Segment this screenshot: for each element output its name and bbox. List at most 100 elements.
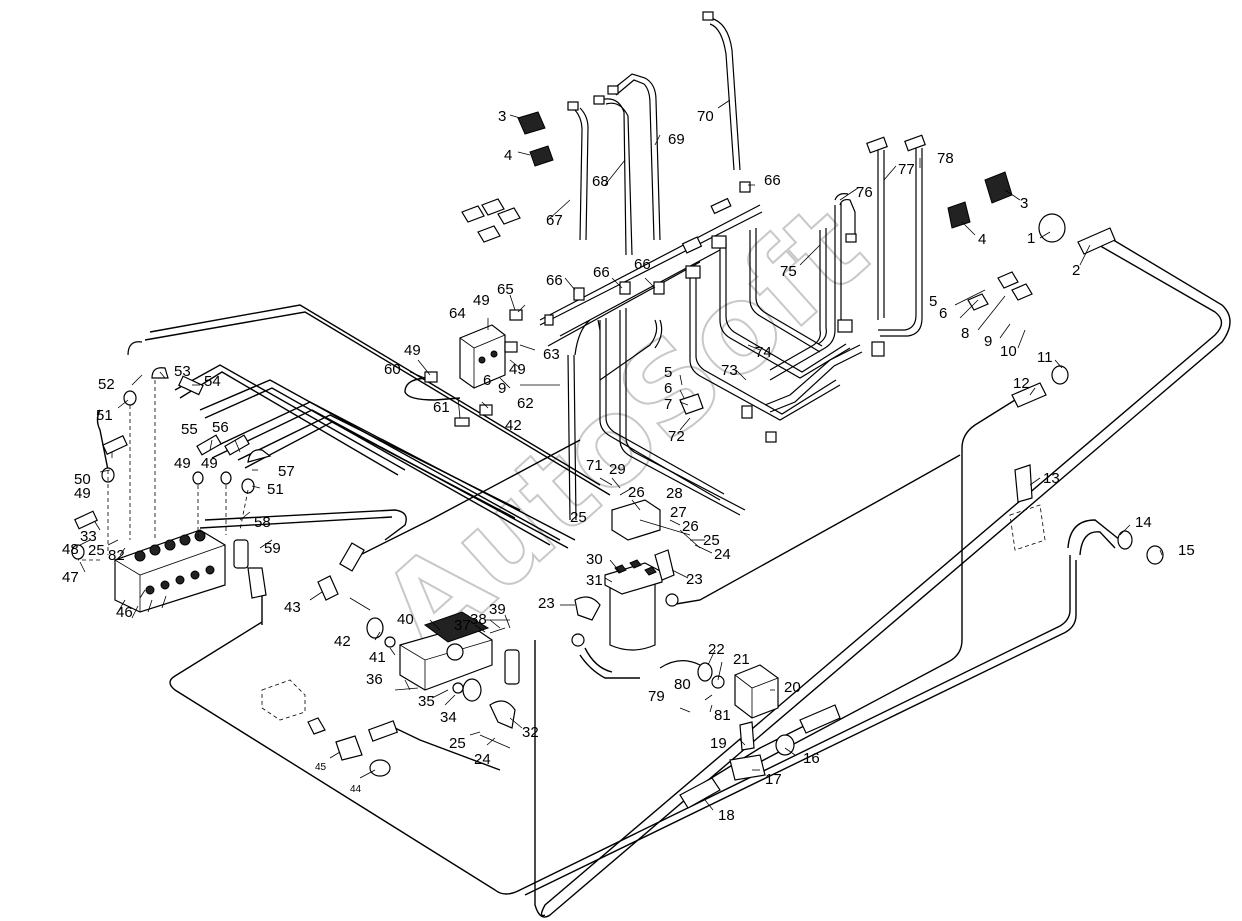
- tee-66-f: [653, 281, 665, 295]
- fitting-67-top: [567, 101, 579, 111]
- callout-1: 1: [1027, 230, 1035, 247]
- clamp-73: [741, 405, 753, 419]
- pump-40: [399, 611, 493, 691]
- fitting-63: [504, 341, 518, 353]
- callout-25-lower: 25: [449, 735, 466, 752]
- callout-72: 72: [668, 428, 685, 445]
- callout-15: 15: [1178, 542, 1195, 559]
- callout-19: 19: [710, 735, 727, 752]
- fitting-42b: [479, 404, 493, 416]
- clamp-72: [679, 393, 704, 415]
- hose-end-50: [102, 435, 128, 455]
- elbow-32: [489, 700, 516, 729]
- elbow-74-a: [837, 319, 853, 333]
- callout-13: 13: [1043, 470, 1060, 487]
- callout-22: 22: [708, 641, 725, 658]
- callout-79: 79: [648, 688, 665, 705]
- fitting-70-top: [702, 11, 714, 21]
- callout-68: 68: [592, 173, 609, 190]
- fitting-45: [335, 735, 363, 761]
- callout-58: 58: [254, 514, 271, 531]
- callout-37: 37: [454, 617, 471, 634]
- callout-21: 21: [733, 651, 750, 668]
- elbow-23-right: [654, 549, 675, 581]
- fitting-small-45: [307, 717, 326, 735]
- fitting-75-end: [765, 431, 777, 443]
- callout-2: 2: [1072, 262, 1080, 279]
- fitting-16: [775, 734, 795, 756]
- callout-62: 62: [517, 395, 534, 412]
- callout-82: 82: [108, 547, 125, 564]
- elbow-52: [127, 341, 143, 356]
- hose-end-55: [196, 434, 222, 456]
- callout-56: 56: [212, 419, 229, 436]
- callout-73: 73: [721, 362, 738, 379]
- callout-61: 61: [433, 399, 450, 416]
- tee-66-top: [739, 181, 751, 193]
- callout-80: 80: [674, 676, 691, 693]
- callout-23-right: 23: [686, 571, 703, 588]
- fitting-47: [71, 544, 85, 560]
- callout-17: 17: [765, 771, 782, 788]
- bracket-27: [611, 499, 661, 541]
- callout-26-top: 26: [628, 484, 645, 501]
- callout-49-left: 49: [74, 485, 91, 502]
- callout-49-left-manifold: 49: [404, 342, 421, 359]
- callout-25-left: 25: [88, 542, 105, 559]
- dashed-leaders-left: [78, 380, 249, 561]
- callout-23-left: 23: [538, 595, 555, 612]
- elbow-57: [247, 449, 272, 463]
- callout-49-right-manifold: 49: [509, 361, 526, 378]
- callout-55: 55: [181, 421, 198, 438]
- fitting-66-pipe: [710, 197, 732, 215]
- hose-end-13: [1014, 464, 1033, 503]
- callout-36: 36: [366, 671, 383, 688]
- callout-8: 8: [961, 325, 969, 342]
- callout-60: 60: [384, 361, 401, 378]
- callout-42-manifold: 42: [505, 417, 522, 434]
- callout-74: 74: [755, 344, 772, 361]
- hose-end-59: [247, 567, 267, 599]
- fitting-23-right: [665, 593, 679, 607]
- callout-7: 7: [664, 396, 672, 413]
- hose-end-54: [178, 375, 204, 396]
- tee-17: [729, 754, 766, 781]
- callout-11: 11: [1037, 349, 1053, 366]
- callout-53: 53: [174, 363, 191, 380]
- callout-67: 67: [546, 212, 563, 229]
- callout-70: 70: [697, 108, 714, 125]
- fitting-49b: [192, 471, 204, 485]
- fitting-63-end: [544, 314, 554, 326]
- hose-14: [1067, 519, 1121, 549]
- clamp-4-right: [947, 201, 971, 229]
- callout-66-a: 66: [546, 272, 563, 289]
- callout-32: 32: [522, 724, 539, 741]
- fitting-43: [317, 575, 339, 601]
- callout-59: 59: [264, 540, 281, 557]
- callout-38: 38: [470, 611, 487, 628]
- callout-71: 71: [586, 457, 603, 474]
- callout-28: 28: [666, 485, 683, 502]
- oring-35: [452, 682, 464, 694]
- bolt-24-lower: [479, 734, 511, 749]
- callout-49-a: 49: [174, 455, 191, 472]
- callout-41: 41: [369, 649, 386, 666]
- elbow-66-b: [711, 235, 727, 249]
- fitting-65: [509, 309, 523, 321]
- callout-34: 34: [440, 709, 457, 726]
- valve-20: [734, 664, 779, 719]
- fitting-49a: [101, 467, 115, 483]
- callout-49-b: 49: [201, 455, 218, 472]
- callout-49-manifold: 49: [473, 292, 490, 309]
- oring-41: [384, 636, 396, 648]
- callout-6-right: 6: [939, 305, 947, 322]
- leader-lines: [79, 99, 1163, 811]
- clamp-4-left: [529, 145, 554, 167]
- callout-63: 63: [543, 346, 560, 363]
- tee-66-e: [619, 281, 631, 295]
- clamp-plates-right: [967, 271, 1033, 311]
- callout-24-lower: 24: [474, 751, 491, 768]
- callout-69: 69: [668, 131, 685, 148]
- callout-48: 48: [62, 541, 79, 558]
